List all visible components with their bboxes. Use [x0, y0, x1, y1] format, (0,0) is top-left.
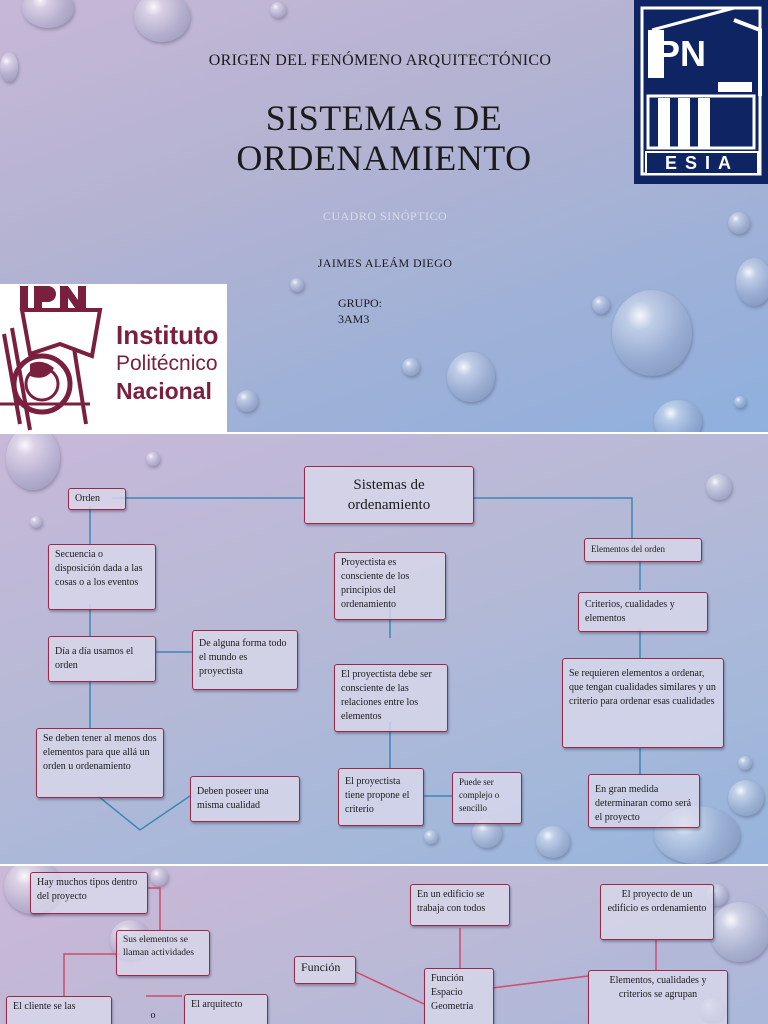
group-value: 3AM3	[338, 312, 370, 326]
water-drop	[6, 434, 60, 490]
water-drop	[447, 352, 495, 402]
node-requieren-elementos: Se requieren elementos a ordenar, que te…	[562, 658, 724, 748]
water-drop	[424, 830, 438, 844]
water-drop	[736, 258, 768, 306]
slide-separator	[0, 864, 768, 866]
node-proyectista-consciente: Proyectista es consciente de los princip…	[334, 552, 446, 620]
node-agrupan: Elementos, cualidades y criterios se agr…	[588, 970, 728, 1024]
dot-text: o	[150, 1010, 156, 1021]
water-drop	[612, 290, 692, 376]
node-orden: Orden	[68, 488, 126, 510]
node-cliente: El cliente se las	[6, 996, 112, 1024]
esia-building-icon: IPN	[640, 6, 762, 176]
root-node: Sistemas de ordenamiento	[304, 466, 474, 524]
water-drop	[0, 52, 18, 82]
water-drop	[236, 390, 258, 412]
slide-title: Origen del fenómeno arquitectónico SISTE…	[0, 0, 768, 432]
water-drop	[738, 756, 752, 770]
svg-text:IPN: IPN	[646, 33, 706, 74]
connector-lines	[63, 887, 657, 1005]
water-drop	[728, 212, 750, 234]
water-drop	[402, 358, 420, 376]
water-drop	[150, 868, 168, 886]
node-todo-el-mundo: De alguna forma todo el mundo es proyect…	[192, 630, 298, 690]
logo-word-politecnico: Politécnico	[116, 352, 218, 375]
water-drop	[706, 474, 732, 500]
water-drop	[592, 296, 610, 314]
slide-synoptic-table: Sistemas de ordenamiento Orden Secuencia…	[0, 434, 768, 864]
water-drop	[710, 902, 768, 962]
node-criterios: Criterios, cualidades y elementos	[578, 592, 708, 632]
node-gran-medida: En gran medida determinaran como será el…	[588, 774, 700, 828]
logo-word-instituto: Instituto	[116, 320, 219, 350]
node-complejo: Puede ser complejo o sencillo	[452, 772, 522, 824]
logo-word-nacional: Nacional	[116, 378, 212, 404]
subtitle: CUADRO SINÓPTICO	[322, 209, 448, 223]
water-drop	[146, 452, 160, 466]
node-proyecto-edificio: El proyecto de un edificio es ordenamien…	[600, 884, 714, 940]
water-drop	[134, 0, 190, 42]
water-drop	[536, 826, 570, 858]
ipn-seal-icon	[0, 286, 103, 431]
node-muchos-tipos: Hay muchos tipos dentro del proyecto	[30, 872, 148, 914]
node-funcion-espacio: Función Espacio Geometría	[424, 968, 494, 1024]
node-arquitecto: El arquitecto	[184, 994, 268, 1024]
node-edificio-todos: En un edificio se trabaja con todos	[410, 884, 510, 926]
connector-lines	[89, 497, 641, 831]
node-dia-a-dia: Día a día usamos el orden	[48, 636, 156, 682]
water-drop	[22, 0, 74, 28]
esia-logo: IPN ESIA	[634, 0, 768, 184]
water-drop	[30, 516, 42, 528]
ipn-logo: Instituto Politécnico Nacional	[0, 284, 227, 432]
header-text: Origen del fenómeno arquitectónico	[208, 52, 552, 69]
esia-caption: ESIA	[664, 153, 739, 173]
water-drop	[728, 780, 764, 816]
group-label: GRUPO:	[338, 296, 383, 310]
water-drop	[734, 396, 746, 408]
water-drop	[270, 2, 286, 18]
node-misma-cualidad: Deben poseer una misma cualidad	[190, 776, 300, 822]
group-info: GRUPO: 3AM3	[338, 295, 382, 327]
author-name: JAIMES ALEÁM DIEGO	[317, 256, 453, 270]
node-secuencia: Secuencia o disposición dada a las cosas…	[48, 544, 156, 610]
page-title: SISTEMAS DE ORDENAMIENTO	[236, 98, 532, 178]
water-drop	[290, 278, 304, 292]
slide-separator	[0, 432, 768, 434]
node-dos-elementos: Se deben tener al menos dos elementos pa…	[36, 728, 164, 798]
node-elementos-del-orden: Elementos del orden	[584, 538, 702, 562]
node-actividades: Sus elementos se llaman actividades	[116, 930, 210, 976]
node-criterio: El proyectista tiene propone el criterio	[338, 768, 424, 826]
slide-continuation: Hay muchos tipos dentro del proyecto Sus…	[0, 866, 768, 1024]
node-funcion: Función	[294, 956, 356, 984]
water-drop	[654, 400, 702, 432]
node-relaciones: El proyectista debe ser consciente de la…	[334, 664, 448, 732]
